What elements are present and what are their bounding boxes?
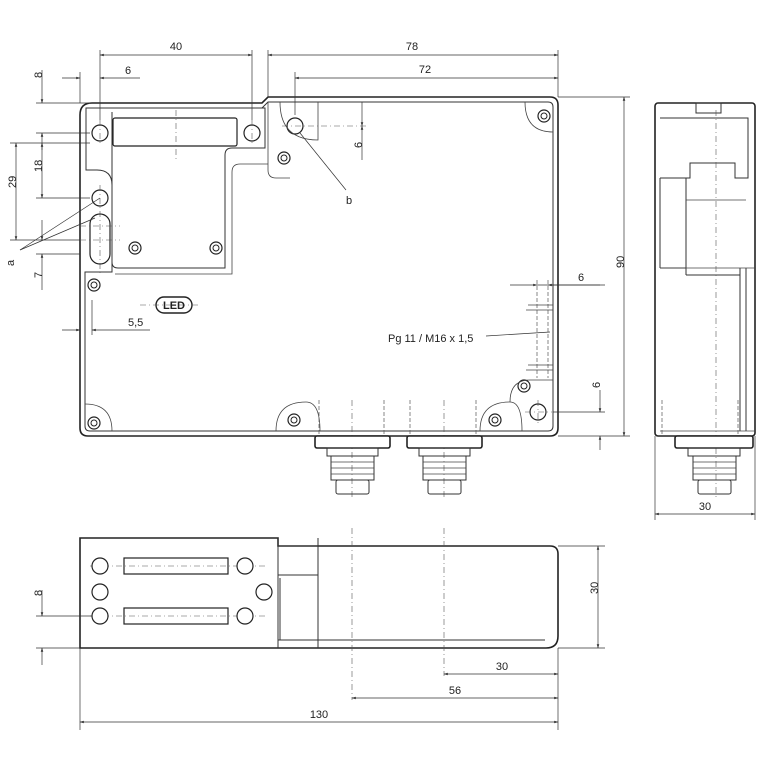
dim-40: 40 xyxy=(170,41,182,53)
connector-left xyxy=(314,435,391,495)
dim-30-height: 30 xyxy=(589,582,601,594)
label-a: a xyxy=(5,259,17,266)
dim-6-top: 6 xyxy=(125,65,131,77)
dim-30-side: 30 xyxy=(699,501,711,513)
dim-130: 130 xyxy=(310,709,328,721)
connector-right xyxy=(406,435,483,495)
front-dimensions: 40 78 72 6 8 18 29 7 5,5 xyxy=(7,41,630,450)
dim-7: 7 xyxy=(33,272,45,278)
front-housing-outline xyxy=(79,96,559,437)
front-view: LED Pg 11 / M16 x 1,5 a b xyxy=(5,96,559,500)
housing-step xyxy=(267,102,290,179)
dim-6-right-lower: 6 xyxy=(591,382,603,388)
dim-6-right-upper: 6 xyxy=(578,272,584,284)
dim-90: 90 xyxy=(615,256,627,268)
actuator-slot xyxy=(112,117,238,147)
actuator-plate-inner xyxy=(115,163,268,275)
front-inner-outline xyxy=(84,101,554,432)
dim-56: 56 xyxy=(449,685,461,697)
dim-8: 8 xyxy=(33,72,45,78)
dim-30-length: 30 xyxy=(496,661,508,673)
dim-5-5: 5,5 xyxy=(128,317,143,329)
led-indicator: LED xyxy=(140,296,200,314)
bottom-housing xyxy=(79,537,559,649)
led-label: LED xyxy=(163,300,185,312)
dim-6-hole: 6 xyxy=(353,142,365,148)
dim-8-bottom: 8 xyxy=(33,590,45,596)
bottom-view: 8 30 30 56 130 xyxy=(33,528,605,730)
dim-29: 29 xyxy=(7,176,19,188)
label-b: b xyxy=(346,195,352,207)
dim-78: 78 xyxy=(406,41,418,53)
actuator-plate xyxy=(85,107,266,269)
dim-18: 18 xyxy=(33,160,45,172)
side-view: 30 xyxy=(654,102,756,520)
thread-label: Pg 11 / M16 x 1,5 xyxy=(388,333,473,345)
dim-72: 72 xyxy=(419,64,431,76)
